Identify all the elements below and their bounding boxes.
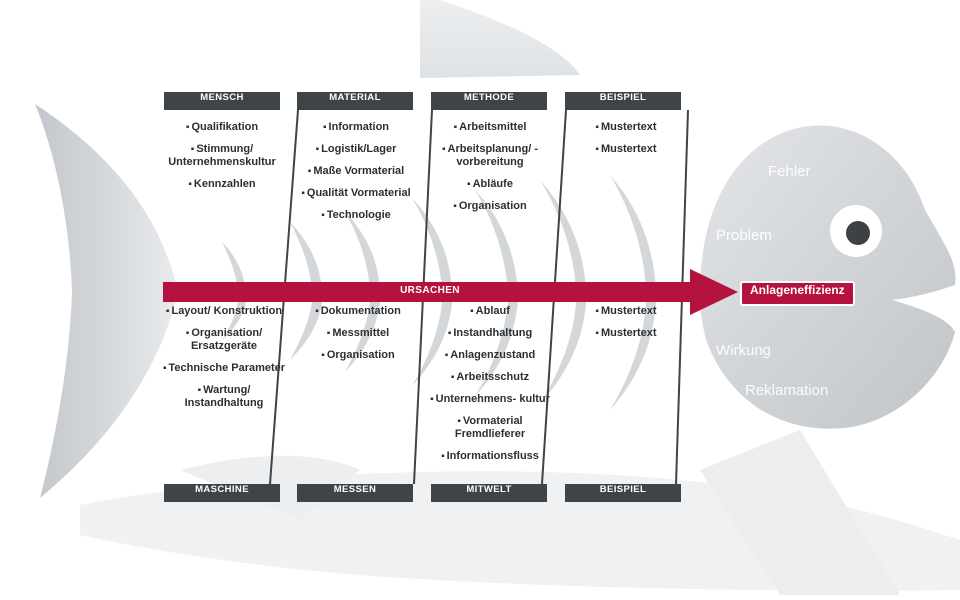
list-maschine: ▪Layout/ Konstruktion ▪Organisation/ Ers…	[158, 305, 290, 419]
list-mensch: ▪Qualifikation ▪Stimmung/ Unternehmensku…	[156, 121, 288, 200]
bullet-icon: ▪	[457, 416, 461, 427]
bullet-icon: ▪	[197, 385, 202, 396]
list-item: ▪Maße Vormaterial	[307, 165, 405, 177]
bullet-icon: ▪	[450, 372, 455, 383]
effect-label: Anlageneffizienz	[740, 281, 855, 306]
header-maschine: MASCHINE	[164, 484, 280, 502]
header-beispiel-top: BEISPIEL	[565, 92, 681, 110]
list-item: ▪Dokumentation	[315, 305, 401, 317]
list-item: ▪Arbeitsschutz	[450, 371, 530, 383]
bullet-icon: ▪	[190, 144, 195, 155]
bullet-icon: ▪	[453, 201, 457, 212]
spine-arrow	[163, 269, 738, 315]
list-item: ▪Abläufe	[467, 178, 513, 190]
fish-ribs	[222, 175, 656, 410]
dorsal-fin	[420, 0, 580, 78]
spine-label: URSACHEN	[400, 285, 460, 296]
list-methode: ▪Arbeitsmittel ▪Arbeitsplanung/ -vorbere…	[424, 121, 556, 222]
header-beispiel-bottom: BEISPIEL	[565, 484, 681, 502]
fish-word-wirkung: Wirkung	[716, 342, 772, 359]
list-item: ▪Anlagenzustand	[444, 349, 536, 361]
list-messen: ▪Dokumentation ▪Messmittel ▪Organisation	[292, 305, 424, 371]
bullet-icon: ▪	[165, 306, 170, 317]
bullet-icon: ▪	[321, 350, 325, 361]
list-item: ▪Kennzahlen	[188, 178, 256, 190]
bullet-icon: ▪	[447, 328, 452, 339]
bullet-icon: ▪	[595, 122, 599, 133]
list-beispiel-bottom: ▪Mustertext ▪Mustertext	[560, 305, 692, 349]
list-item: ▪Information	[322, 121, 390, 133]
bullet-icon: ▪	[301, 188, 305, 199]
list-item: ▪Logistik/Lager	[315, 143, 397, 155]
list-item: ▪Layout/ Konstruktion	[165, 305, 283, 317]
list-material: ▪Information ▪Logistik/Lager ▪Maße Vorma…	[290, 121, 422, 231]
list-item: ▪Qualifikation	[185, 121, 259, 133]
bullet-icon: ▪	[430, 394, 434, 405]
bullet-icon: ▪	[162, 363, 167, 374]
fish-word-reklamation: Reklamation	[745, 382, 829, 399]
fish-shadow-tail	[700, 430, 900, 595]
bullet-icon: ▪	[185, 122, 190, 133]
tail-fin	[35, 104, 178, 498]
list-item: ▪Arbeitsplanung/ -vorbereitung	[442, 143, 538, 168]
bullet-icon: ▪	[185, 328, 190, 339]
fish-word-problem: Problem	[716, 227, 772, 244]
list-item: ▪Technologie	[321, 209, 391, 221]
bullet-icon: ▪	[326, 328, 331, 339]
bullet-icon: ▪	[315, 306, 319, 317]
list-item: ▪Technische Parameter	[162, 362, 286, 374]
list-item: ▪Mustertext	[595, 143, 657, 155]
bullet-icon: ▪	[467, 179, 471, 190]
bullet-icon: ▪	[322, 122, 327, 133]
list-item: ▪Organisation/ Ersatzgeräte	[185, 327, 263, 352]
bullet-icon: ▪	[595, 144, 599, 155]
header-mitwelt: MITWELT	[431, 484, 547, 502]
list-item: ▪Mustertext	[595, 305, 657, 317]
bullet-icon: ▪	[470, 306, 474, 317]
list-beispiel-top: ▪Mustertext ▪Mustertext	[560, 121, 692, 165]
fish-word-fehler: Fehler	[768, 163, 811, 180]
bullet-icon: ▪	[595, 306, 599, 317]
header-mensch: MENSCH	[164, 92, 280, 110]
list-item: ▪Organisation	[321, 349, 395, 361]
header-material: MATERIAL	[297, 92, 413, 110]
bullet-icon: ▪	[188, 179, 192, 190]
list-item: ▪Organisation	[453, 200, 527, 212]
bullet-icon: ▪	[444, 350, 449, 361]
list-item: ▪Stimmung/ Unternehmenskultur	[168, 143, 276, 168]
bullet-icon: ▪	[595, 328, 599, 339]
bullet-icon: ▪	[442, 144, 446, 155]
fish-head	[700, 125, 956, 429]
list-item: ▪Arbeitsmittel	[453, 121, 527, 133]
bullet-icon: ▪	[453, 122, 458, 133]
header-methode: METHODE	[431, 92, 547, 110]
list-item: ▪Qualität Vormaterial	[301, 187, 411, 199]
header-messen: MESSEN	[297, 484, 413, 502]
list-item: ▪Messmittel	[326, 327, 390, 339]
list-item: ▪Mustertext	[595, 327, 657, 339]
bullet-icon: ▪	[315, 144, 320, 155]
list-item: ▪Mustertext	[595, 121, 657, 133]
list-item: ▪Instandhaltung	[447, 327, 533, 339]
list-item: ▪Wartung/ Instandhaltung	[184, 384, 264, 409]
bullet-icon: ▪	[441, 451, 445, 462]
bullet-icon: ▪	[307, 166, 312, 177]
list-mitwelt: ▪Ablauf ▪Instandhaltung ▪Anlagenzustand …	[424, 305, 556, 472]
bullet-icon: ▪	[321, 210, 325, 221]
list-item: ▪Vormaterial Fremdlieferer	[454, 415, 526, 440]
fish-eye-pupil	[846, 221, 870, 245]
list-item: ▪Unternehmens- kultur	[430, 393, 550, 405]
list-item: ▪Ablauf	[470, 305, 510, 317]
list-item: ▪Informationsfluss	[441, 450, 539, 462]
